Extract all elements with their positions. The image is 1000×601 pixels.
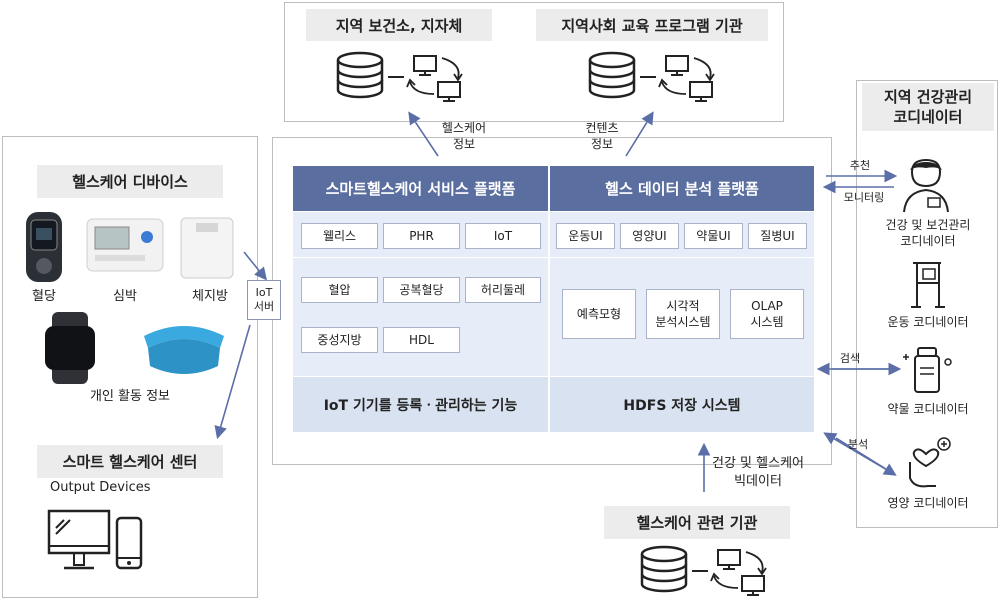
exercise-coordinator-label: 운동 코디네이터 (887, 315, 969, 329)
coordinator-person-icon (903, 158, 949, 213)
content-info-label: 컨텐츠 정보 (585, 121, 619, 151)
iot-chip: IoT (465, 223, 541, 249)
recommend-label: 추천 (849, 159, 871, 172)
bottom-org-title: 헬스케어 관련 기관 (604, 506, 790, 539)
iot-management-band: IoT 기기를 등록ㆍ관리하는 기능 (293, 377, 548, 432)
analysis-label: 분석 (847, 438, 869, 451)
medicine-ui-chip: 약물UI (684, 223, 743, 249)
analysis-arrow-up (823, 432, 895, 475)
olap-chip: OLAP 시스템 (730, 289, 804, 339)
db-computer-icon (336, 51, 463, 102)
db-computer-icon (640, 545, 767, 596)
smartphone-icon (115, 516, 143, 570)
prediction-model-chip: 예측모형 (562, 289, 636, 339)
desktop-icon (47, 509, 111, 570)
service-platform-header: 스마트헬스케어 서비스 플랫폼 (293, 166, 548, 211)
db-computer-icon (588, 51, 715, 102)
phr-chip: PHR (383, 223, 460, 249)
exercise-ui-chip: 운동UI (556, 223, 615, 249)
hdl-chip: HDL (383, 327, 460, 353)
blood-pressure-monitor-icon (86, 218, 164, 272)
medicine-coordinator-label: 약물 코디네이터 (887, 402, 969, 416)
fasting-glucose-chip: 공복혈당 (383, 277, 460, 303)
activity-label: 개인 활동 정보 (89, 389, 171, 404)
glucose-meter-icon (26, 212, 62, 282)
healthcare-info-label: 헬스케어 정보 (441, 121, 487, 151)
health-center-title: 지역 보건소, 지자체 (306, 9, 492, 41)
coordinator-title: 지역 건강관리 코디네이터 (862, 83, 994, 131)
blood-sugar-label: 혈당 (32, 289, 56, 304)
bigdata-label: 건강 및 헬스케어 빅데이터 (712, 456, 804, 489)
device-to-server-arrow (243, 251, 268, 281)
smartwatch-icon (45, 312, 95, 384)
hdfs-band: HDFS 저장 시스템 (550, 377, 814, 432)
wellness-chip: 웰리스 (301, 223, 378, 249)
smart-center-title: 스마트 헬스케어 센터 (37, 445, 223, 478)
nutrition-coordinator-label: 영양 코디네이터 (887, 496, 969, 510)
search-label: 검색 (839, 352, 861, 365)
medicine-bottle-icon (903, 347, 952, 393)
devices-title: 헬스케어 디바이스 (37, 165, 223, 198)
triglyceride-chip: 중성지방 (301, 327, 378, 353)
walker-icon (911, 262, 945, 308)
scale-icon (180, 217, 234, 279)
waist-chip: 허리둘레 (465, 277, 541, 303)
health-coordinator-label: 건강 및 보건관리 코디네이터 (885, 218, 971, 248)
body-fat-label: 체지방 (192, 289, 228, 304)
healthcare-info-arrow (408, 111, 439, 157)
iot-server-box: IoT 서버 (247, 280, 281, 320)
content-info-arrow (625, 111, 654, 157)
server-to-center-arrow (214, 324, 251, 440)
blood-pressure-chip: 혈압 (301, 277, 378, 303)
visual-analysis-chip: 시각적 분석시스템 (646, 289, 720, 339)
education-org-title: 지역사회 교육 프로그램 기관 (536, 9, 768, 41)
heart-rate-label: 심박 (113, 289, 137, 304)
analysis-platform-header: 헬스 데이터 분석 플랫폼 (550, 166, 814, 211)
monitoring-label: 모니터링 (843, 191, 885, 204)
hand-heart-icon (909, 437, 951, 488)
nutrition-ui-chip: 영양UI (620, 223, 679, 249)
disease-ui-chip: 질병UI (748, 223, 807, 249)
output-devices-label: Output Devices (50, 480, 151, 495)
fitness-band-icon (144, 326, 224, 374)
